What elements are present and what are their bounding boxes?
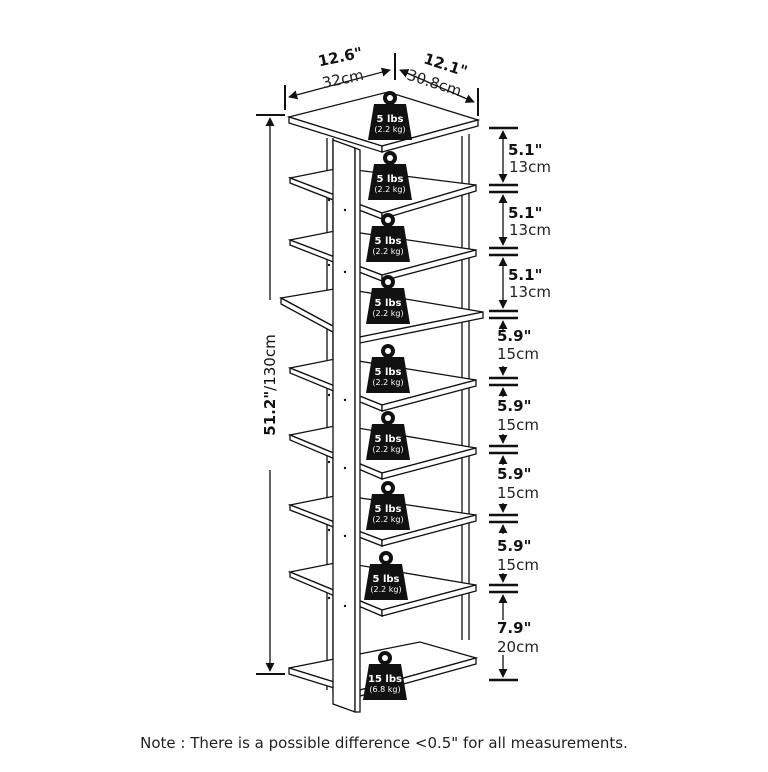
spacing-inches-label: 5.9" xyxy=(497,327,532,345)
spacing-inches-label: 5.1" xyxy=(508,141,543,159)
weight-label: 5 lbs xyxy=(374,434,402,445)
height-dimension-line xyxy=(256,114,285,675)
spacing-inches-label: 5.1" xyxy=(508,204,543,222)
weight-kg-label: (2.2 kg) xyxy=(370,585,402,594)
weight-label: 5 lbs xyxy=(376,174,404,185)
weight-kg-label: (2.2 kg) xyxy=(372,378,404,387)
spacing-cm-label: 15cm xyxy=(497,345,539,363)
top-dimension-lines xyxy=(284,53,479,116)
spacing-cm-label: 15cm xyxy=(497,416,539,434)
weight-kg-label: (2.2 kg) xyxy=(372,515,404,524)
weight-label: 5 lbs xyxy=(376,114,404,125)
overall-height-label: 51.2"/130cm xyxy=(261,327,279,443)
weight-kg-label: (2.2 kg) xyxy=(374,125,406,134)
weight-kg-label: (2.2 kg) xyxy=(374,185,406,194)
weight-kg-label: (2.2 kg) xyxy=(372,247,404,256)
weight-icons xyxy=(363,91,412,700)
spacing-inches-label: 5.9" xyxy=(497,537,532,555)
spacing-cm-label: 13cm xyxy=(509,221,551,239)
height-cm: /130cm xyxy=(261,334,279,391)
weight-label: 5 lbs xyxy=(374,298,402,309)
weight-label: 5 lbs xyxy=(374,367,402,378)
spacing-cm-label: 15cm xyxy=(497,484,539,502)
spacing-inches-label: 5.9" xyxy=(497,397,532,415)
spacing-cm-label: 15cm xyxy=(497,556,539,574)
spacing-dimension-lines xyxy=(489,126,518,682)
weight-kg-label: (2.2 kg) xyxy=(372,445,404,454)
spacing-cm-label: 20cm xyxy=(497,638,539,656)
height-inches: 51.2" xyxy=(261,390,279,436)
weight-kg-label: (2.2 kg) xyxy=(372,309,404,318)
spacing-inches-label: 5.9" xyxy=(497,465,532,483)
front-upright xyxy=(327,139,361,713)
spacing-cm-label: 13cm xyxy=(509,283,551,301)
weight-label: 15 lbs xyxy=(368,674,402,685)
weight-label: 5 lbs xyxy=(374,504,402,515)
spacing-inches-label: 5.1" xyxy=(508,266,543,284)
weight-label: 5 lbs xyxy=(374,236,402,247)
measurement-note: Note : There is a possible difference <0… xyxy=(140,734,628,752)
spacing-inches-label: 7.9" xyxy=(497,619,532,637)
weight-label: 5 lbs xyxy=(372,574,400,585)
spacing-cm-label: 13cm xyxy=(509,158,551,176)
weight-kg-label: (6.8 kg) xyxy=(369,685,401,694)
